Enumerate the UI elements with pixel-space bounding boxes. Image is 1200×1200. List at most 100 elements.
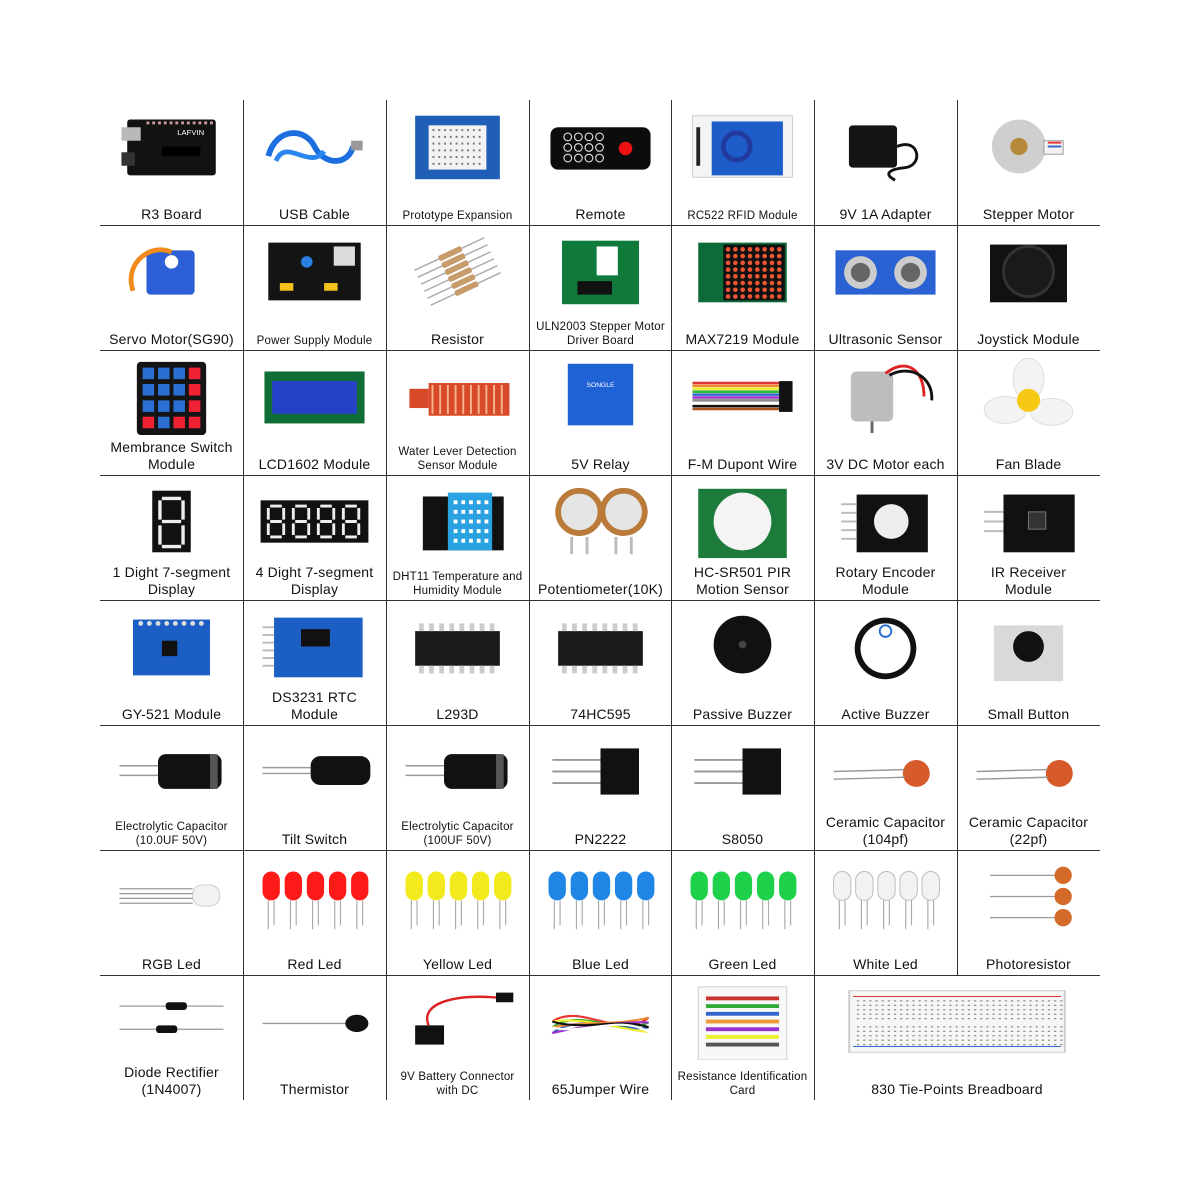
column-divider	[671, 850, 672, 975]
column-divider	[243, 350, 244, 475]
power-supply-module-icon	[249, 233, 380, 310]
component-cell: LAFVIN R3 Board	[100, 100, 243, 225]
row-divider	[100, 600, 1100, 601]
ceramic-capacitor-icon	[820, 733, 951, 810]
column-divider	[243, 100, 244, 225]
joystick-icon	[963, 233, 1094, 310]
component-cell: Active Buzzer	[814, 600, 957, 725]
column-divider	[529, 600, 530, 725]
component-label: Photoresistor	[985, 956, 1072, 972]
relay-icon: SONGLE	[535, 358, 666, 435]
row-divider	[100, 850, 1100, 851]
component-cell: White Led	[814, 850, 957, 975]
resistor-icon	[392, 233, 523, 310]
component-cell: 4 Dight 7-segment Display	[243, 475, 386, 600]
arduino-board-icon: LAFVIN	[106, 108, 237, 185]
dht11-sensor-icon	[392, 483, 523, 560]
led-icon	[535, 858, 666, 935]
component-cell: Blue Led	[529, 850, 672, 975]
component-label: PN2222	[574, 831, 627, 847]
component-cell: RC522 RFID Module	[671, 100, 814, 225]
component-cell: Water Lever Detection Sensor Module	[386, 350, 529, 475]
led-matrix-icon	[677, 233, 808, 310]
component-label: Fan Blade	[995, 456, 1062, 472]
jumper-wire-icon	[535, 983, 666, 1060]
component-label: Ceramic Capacitor (104pf)	[825, 814, 946, 847]
active-buzzer-icon	[820, 608, 951, 685]
usb-cable-icon	[249, 108, 380, 185]
component-label: Red Led	[287, 956, 342, 972]
component-cell: Small Button	[957, 600, 1100, 725]
resistor-card-icon	[677, 983, 808, 1060]
ceramic-capacitor-icon	[963, 733, 1094, 810]
ir-receiver-icon	[963, 483, 1094, 560]
electrolytic-capacitor-icon	[392, 733, 523, 810]
component-label: 4 Dight 7-segment Display	[255, 564, 374, 597]
component-cell: 65Jumper Wire	[529, 975, 672, 1100]
component-cell: IR Receiver Module	[957, 475, 1100, 600]
column-divider	[529, 850, 530, 975]
component-cell: S8050	[671, 725, 814, 850]
component-cell: F-M Dupont Wire	[671, 350, 814, 475]
component-label: 3V DC Motor each	[826, 456, 945, 472]
component-label: 9V Battery Connector with DC	[400, 1071, 515, 1097]
component-label: ULN2003 Stepper Motor Driver Board	[536, 321, 665, 347]
component-cell: RGB Led	[100, 850, 243, 975]
component-label: Ceramic Capacitor (22pf)	[968, 814, 1089, 847]
column-divider	[814, 475, 815, 600]
component-label: R3 Board	[141, 206, 202, 222]
component-cell: ULN2003 Stepper Motor Driver Board	[529, 225, 672, 350]
column-divider	[529, 475, 530, 600]
column-divider	[529, 725, 530, 850]
component-label: IR Receiver Module	[990, 564, 1067, 597]
column-divider	[386, 100, 387, 225]
component-label: 5V Relay	[571, 456, 630, 472]
component-label: Rotary Encoder Module	[835, 564, 936, 597]
component-cell: Electrolytic Capacitor (10.0UF 50V)	[100, 725, 243, 850]
svg-text:LAFVIN: LAFVIN	[177, 128, 204, 137]
column-divider	[814, 725, 815, 850]
component-label: RC522 RFID Module	[687, 210, 798, 222]
component-label: Resistor	[431, 331, 484, 347]
component-cell: Passive Buzzer	[671, 600, 814, 725]
component-cell: 9V Battery Connector with DC	[386, 975, 529, 1100]
component-label: Potentiometer(10K)	[538, 581, 663, 597]
push-button-icon	[963, 608, 1094, 685]
seven-segment-icon	[106, 483, 237, 560]
component-label: MAX7219 Module	[685, 331, 800, 347]
component-label: Active Buzzer	[841, 706, 930, 722]
column-divider	[243, 475, 244, 600]
component-label: Electrolytic Capacitor (100UF 50V)	[401, 821, 514, 847]
breadboard-icon	[820, 983, 1094, 1060]
potentiometer-icon	[535, 483, 666, 560]
column-divider	[243, 850, 244, 975]
component-label: Electrolytic Capacitor (10.0UF 50V)	[115, 821, 228, 847]
component-cell: Rotary Encoder Module	[814, 475, 957, 600]
column-divider	[386, 850, 387, 975]
component-cell: Resistor	[386, 225, 529, 350]
component-cell: Fan Blade	[957, 350, 1100, 475]
diode-icon	[106, 983, 237, 1060]
component-cell: Ceramic Capacitor (22pf)	[957, 725, 1100, 850]
component-cell: DS3231 RTC Module	[243, 600, 386, 725]
gyro-module-icon	[106, 608, 237, 685]
prototype-shield-icon	[392, 108, 523, 185]
lcd-module-icon	[249, 358, 380, 435]
component-label: L293D	[436, 706, 479, 722]
component-label: 65Jumper Wire	[551, 1081, 650, 1097]
component-label: USB Cable	[278, 206, 351, 222]
column-divider	[529, 100, 530, 225]
keypad-icon	[106, 358, 237, 435]
column-divider	[529, 975, 530, 1100]
component-label: Prototype Expansion	[402, 210, 513, 222]
column-divider	[671, 600, 672, 725]
component-cell: SONGLE 5V Relay	[529, 350, 672, 475]
column-divider	[671, 475, 672, 600]
component-cell: Potentiometer(10K)	[529, 475, 672, 600]
dip-chip-icon	[392, 608, 523, 685]
led-icon	[392, 858, 523, 935]
component-label: White Led	[853, 956, 918, 972]
column-divider	[814, 100, 815, 225]
column-divider	[671, 725, 672, 850]
component-cell: 74HC595	[529, 600, 672, 725]
